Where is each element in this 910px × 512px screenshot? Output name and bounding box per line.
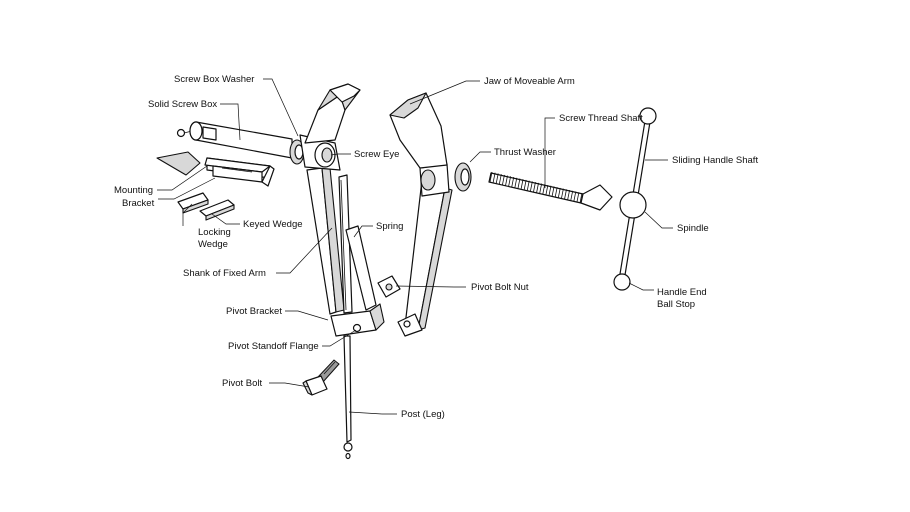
label-jaw-of-moveable-arm: Jaw of Moveable Arm [484, 76, 575, 87]
thread-ridge [517, 178, 521, 189]
thread-ridge [495, 173, 499, 184]
thread-ridge [573, 191, 577, 202]
thread-ridge [551, 186, 555, 197]
label-mounting-bracket-line2: Bracket [122, 198, 155, 209]
thread-ridge [520, 179, 524, 190]
thread-ridge [545, 184, 549, 196]
thread-ridge [505, 175, 508, 186]
label-keyed-wedge: Keyed Wedge [243, 219, 303, 230]
thread-ridge [511, 176, 515, 188]
label-screw-box-washer: Screw Box Washer [174, 74, 254, 85]
thread-ridge [557, 187, 561, 199]
label-pivot-bolt: Pivot Bolt [222, 378, 262, 389]
locking-wedge [177, 192, 209, 214]
thread-ridge [570, 190, 574, 201]
thread-ridge [560, 188, 564, 199]
pivot-bolt-nut [377, 275, 401, 298]
label-screw-thread-shaft: Screw Thread Shaft [559, 113, 643, 124]
thread-ridge [548, 185, 552, 196]
thread-ridge [492, 172, 496, 183]
thread-ridge [526, 180, 530, 191]
label-sliding-handle-shaft: Sliding Handle Shaft [672, 155, 758, 166]
label-locking-wedge-line2: Wedge [198, 239, 228, 250]
thread-ridge [489, 171, 493, 183]
label-pivot-standoff-flange: Pivot Standoff Flange [228, 341, 319, 352]
label-spindle: Spindle [677, 223, 709, 234]
thread-ridge [539, 183, 543, 194]
thread-ridge [508, 176, 512, 187]
screw-thread-shaft [488, 171, 613, 211]
thread-ridge [533, 182, 536, 193]
label-shank-of-fixed-arm: Shank of Fixed Arm [183, 268, 266, 279]
label-locking-wedge-line1: Locking [198, 227, 231, 238]
thread-ridge [567, 190, 570, 201]
labels: Screw Box Washer Solid Screw Box Mountin… [114, 74, 758, 420]
label-mounting-bracket-line1: Mounting [114, 185, 153, 196]
thread-ridge [514, 177, 518, 188]
fixed-arm [299, 83, 361, 315]
label-pivot-bracket: Pivot Bracket [226, 306, 282, 317]
label-post-leg: Post (Leg) [401, 409, 445, 420]
thread-ridge [564, 189, 567, 200]
pivot-bolt [302, 359, 340, 396]
label-thrust-washer: Thrust Washer [494, 147, 556, 158]
leader-lines [157, 78, 673, 415]
thread-ridge [554, 187, 558, 198]
post-leg [343, 335, 353, 460]
label-screw-eye: Screw Eye [354, 149, 399, 160]
thread-ridge [498, 174, 502, 185]
spindle [619, 191, 647, 219]
pivot-bracket [330, 225, 385, 337]
label-spring: Spring [376, 221, 403, 232]
thread-ridge [502, 174, 505, 185]
thread-ridge [579, 192, 583, 204]
label-pivot-bolt-nut: Pivot Bolt Nut [471, 282, 529, 293]
solid-screw-box [176, 121, 293, 159]
thread-ridge [542, 184, 546, 195]
thread-ridge [523, 179, 527, 191]
label-solid-screw-box: Solid Screw Box [148, 99, 217, 110]
label-handle-end-ball-stop-line1: Handle End [657, 287, 707, 298]
thread-ridge [529, 181, 533, 192]
mounting-bracket [156, 151, 275, 187]
thread-ridge [576, 192, 580, 203]
label-handle-end-ball-stop-line2: Ball Stop [657, 299, 695, 310]
thread-ridge [536, 182, 539, 193]
moveable-arm [389, 92, 453, 337]
thrust-washer [454, 162, 472, 192]
spring [338, 174, 353, 314]
keyed-wedge [199, 199, 235, 221]
